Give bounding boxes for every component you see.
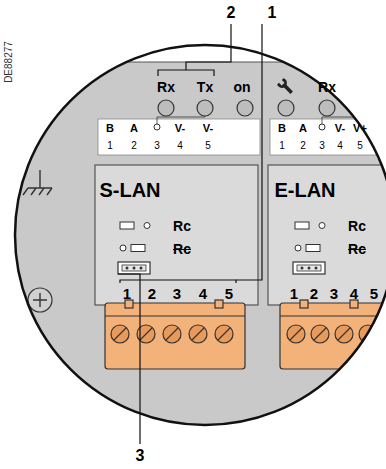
- terminal-marking: A: [130, 123, 138, 134]
- jumper-label: Rc: [173, 219, 191, 233]
- terminal-marking: 2: [131, 141, 137, 151]
- panel-title-box: E-LAN: [272, 178, 337, 202]
- terminal-number: 3: [330, 286, 338, 301]
- callout-number: 3: [136, 448, 145, 464]
- terminal-number: 5: [225, 286, 233, 301]
- terminal-marking: B: [106, 123, 114, 134]
- panel-title-box: S-LAN: [97, 178, 162, 202]
- led-label: Rx: [318, 80, 336, 94]
- terminal-number: 2: [310, 286, 318, 301]
- terminal-number: 1: [290, 286, 298, 301]
- panel-title: E-LAN: [274, 180, 335, 200]
- jumper-label: Rc: [348, 219, 366, 233]
- jumper-label: Rc: [348, 242, 366, 256]
- terminal-marking: V-: [175, 123, 185, 134]
- terminal-marking: 5: [205, 141, 211, 151]
- terminal-number: 1: [123, 286, 131, 301]
- terminal-marking: 2: [300, 141, 306, 151]
- terminal-marking: V+: [353, 123, 367, 134]
- panel-title: S-LAN: [99, 180, 160, 200]
- terminal-marking: 3: [319, 141, 325, 151]
- terminal-marking: V-: [203, 123, 213, 134]
- callout-number: 2: [227, 5, 236, 21]
- terminal-number: 4: [199, 286, 207, 301]
- terminal-number: 2: [148, 286, 156, 301]
- terminal-number: 4: [350, 286, 358, 301]
- terminal-marking: 1: [107, 141, 113, 151]
- terminal-marking: 1: [279, 141, 285, 151]
- led-label: on: [233, 80, 250, 94]
- terminal-marking: A: [299, 123, 307, 134]
- terminal-marking: V-: [335, 123, 345, 134]
- terminal-marking: 5: [357, 141, 363, 151]
- terminal-marking: 3: [154, 141, 160, 151]
- callout-number: 1: [268, 5, 277, 21]
- drawing-code: DE88277: [4, 41, 14, 83]
- led-label: Rx: [157, 80, 175, 94]
- terminal-marking: B: [278, 123, 286, 134]
- led-label: Tx: [197, 80, 213, 94]
- terminal-number: 5: [370, 286, 378, 301]
- terminal-marking: 4: [177, 141, 183, 151]
- jumper-label: Rc: [173, 242, 191, 256]
- terminal-number: 3: [173, 286, 181, 301]
- terminal-marking: 4: [337, 141, 343, 151]
